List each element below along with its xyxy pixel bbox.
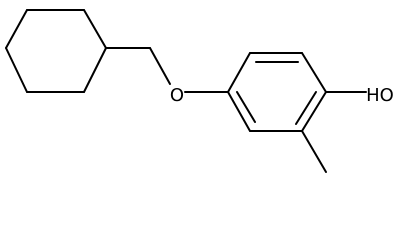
structure-diagram: O HO (5, 9, 394, 173)
cyclohexane-bond (5, 9, 28, 49)
cyclohexane-bond (5, 47, 28, 93)
bond-layer (5, 9, 367, 173)
ether-bond (149, 47, 171, 85)
benzene-bond (227, 52, 251, 93)
hydroxyl-label: HO (366, 85, 394, 106)
cyclohexane-bond (83, 47, 107, 93)
ether-oxygen-label: O (170, 85, 184, 106)
cyclohexane-bond (83, 9, 107, 49)
benzene-bond (301, 52, 327, 93)
benzene-double-bond (295, 91, 317, 125)
benzene-bond (227, 91, 251, 132)
benzene-double-bond (236, 91, 256, 123)
methyl-bond (301, 130, 327, 173)
benzene-bond (301, 91, 327, 132)
